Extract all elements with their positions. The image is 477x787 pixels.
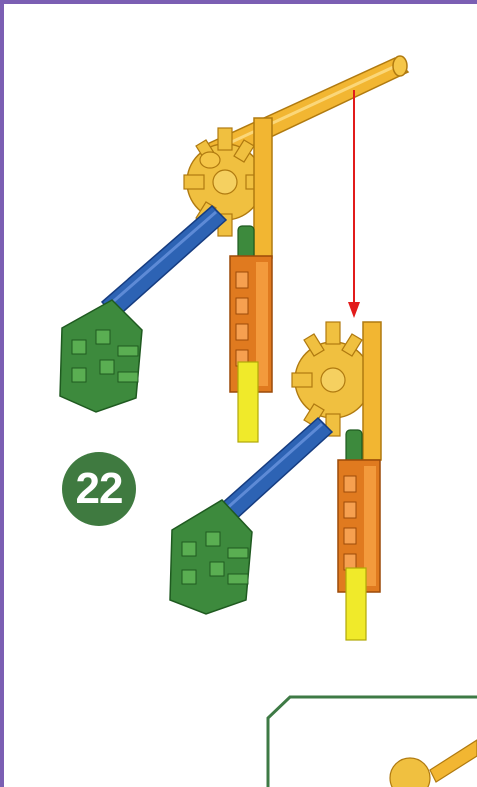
- green-connector-top: [60, 300, 142, 412]
- light-yellow-rod-bottom: [346, 568, 366, 640]
- next-step-inset: [268, 697, 477, 787]
- step-number-badge: 22: [62, 452, 136, 526]
- yellow-rod-vertical-top: [254, 118, 272, 258]
- arrow-down-icon: [348, 90, 360, 318]
- green-connector-bottom: [170, 500, 252, 614]
- yellow-rod-vertical-bottom: [363, 322, 381, 460]
- blue-rod-top: [102, 206, 226, 318]
- gold-connector-bottom: [292, 322, 371, 436]
- assembly-after: [170, 322, 381, 640]
- inset-preview-part: [390, 740, 477, 787]
- light-yellow-rod-top: [238, 362, 258, 442]
